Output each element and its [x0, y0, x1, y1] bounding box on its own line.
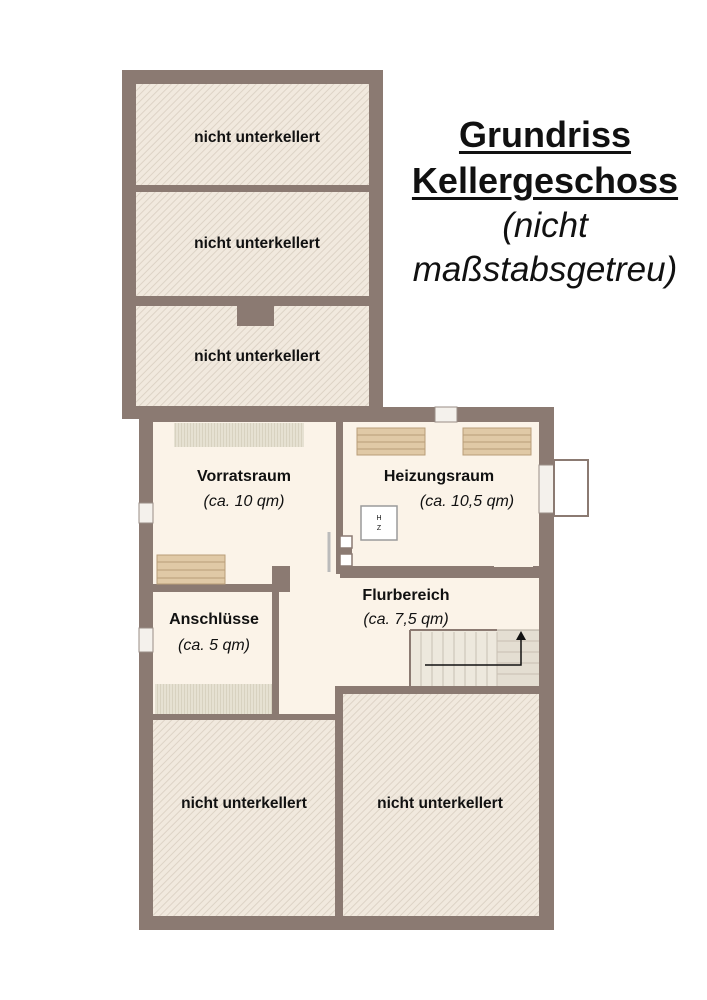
flur-connector	[290, 566, 340, 586]
door-frame-2	[339, 553, 353, 567]
floor-strip-vorrat	[174, 423, 304, 447]
wall-anschl-flur	[272, 592, 279, 714]
subtitle-line-1: (nicht	[502, 206, 588, 245]
upper-room-2	[136, 192, 369, 296]
boiler-label-2: Z	[377, 525, 382, 532]
shelf-vorrat	[156, 554, 226, 585]
wall-vorrat-anschl-stub	[272, 566, 290, 592]
plan-title: Grundriss Kellergeschoss (nicht maßstabs…	[385, 112, 705, 292]
anschluesse-area: (ca. 5 qm)	[178, 637, 250, 654]
window-right	[538, 464, 555, 514]
window-left-1	[138, 502, 154, 524]
wall-heizung-flur-right	[533, 566, 539, 574]
heizungsraum-label: Heizungsraum	[384, 468, 494, 485]
heating-boiler	[360, 505, 398, 541]
door-frame-1	[339, 535, 353, 549]
boiler-label-1: H	[376, 515, 381, 522]
heizungsraum-area: (ca. 10,5 qm)	[420, 493, 514, 510]
floor-strip-anschl	[155, 684, 272, 714]
upper-room-1-label: nicht unterkellert	[194, 129, 320, 146]
light-well	[553, 459, 589, 517]
vorratsraum-area: (ca. 10 qm)	[204, 493, 285, 510]
shelf-heizung-1	[356, 427, 426, 456]
chimney-block	[237, 306, 274, 326]
flurbereich-label: Flurbereich	[362, 587, 449, 604]
bottom-left-label: nicht unterkellert	[181, 795, 307, 812]
title-line-2: Kellergeschoss	[411, 160, 679, 201]
wall-heizung-flur-left	[336, 548, 352, 556]
staircase	[409, 629, 539, 686]
bottom-room-right	[343, 694, 539, 916]
window-top	[434, 406, 458, 423]
anschluesse-label: Anschlüsse	[169, 611, 259, 628]
wall-heizung-flur	[336, 566, 494, 574]
wall-bottom-mid	[335, 686, 343, 916]
bottom-right-label: nicht unterkellert	[377, 795, 503, 812]
upper-room-2-label: nicht unterkellert	[194, 235, 320, 252]
window-left-2	[138, 627, 154, 653]
stair-direction-arrow	[425, 631, 526, 666]
upper-room-1	[136, 84, 369, 185]
vorratsraum-label: Vorratsraum	[197, 468, 291, 485]
wall-bottom-right-top	[335, 686, 545, 694]
bottom-room-left	[153, 720, 335, 916]
subtitle-line-2: maßstabsgetreu)	[412, 250, 678, 289]
wall-vorrat-heizung	[336, 422, 343, 534]
shelf-heizung-2	[462, 427, 532, 456]
title-line-1: Grundriss	[458, 114, 632, 155]
flurbereich-area: (ca. 7,5 qm)	[363, 611, 448, 628]
wall-vorrat-anschl	[153, 584, 278, 592]
wall-flur-bottom	[153, 714, 336, 722]
upper-room-3-label: nicht unterkellert	[194, 348, 320, 365]
